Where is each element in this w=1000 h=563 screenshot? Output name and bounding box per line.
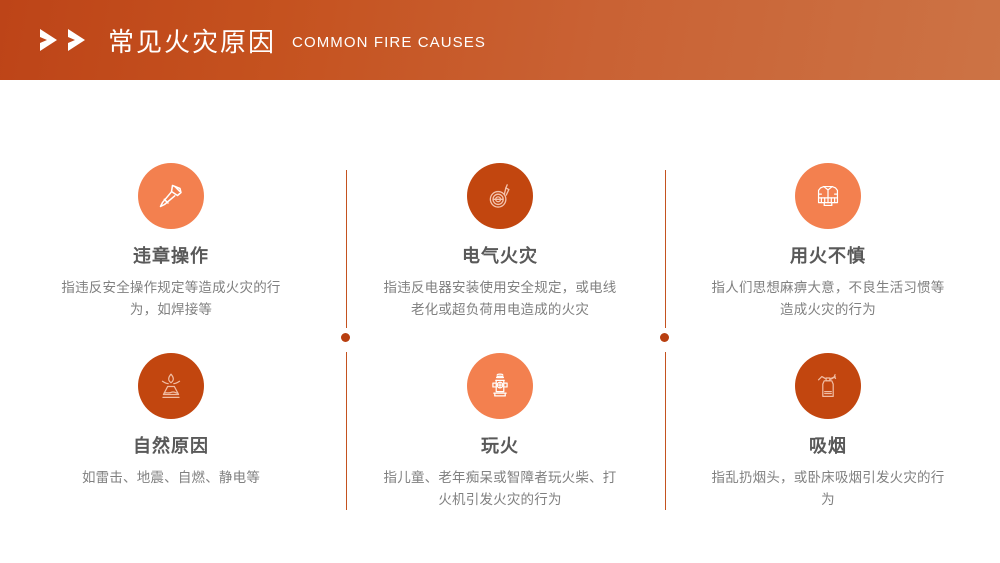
divider-left-top	[346, 170, 347, 328]
cause-icon-circle-1	[467, 163, 533, 229]
divider-right-bottom	[665, 352, 666, 510]
cause-card-0[interactable]: 违章操作 指违反安全操作规定等造成火灾的行为，如焊接等	[36, 163, 306, 321]
divider-right-top	[665, 170, 666, 328]
cause-title-4: 玩火	[481, 436, 519, 456]
divider-right-dot	[660, 333, 669, 342]
page-header: 常见火灾原因 COMMON FIRE CAUSES	[0, 0, 1000, 80]
cause-title-0: 违章操作	[133, 246, 209, 266]
divider-left-bottom	[346, 352, 347, 510]
page-subtitle: COMMON FIRE CAUSES	[292, 33, 486, 51]
hammer-icon	[159, 184, 182, 208]
cause-card-3[interactable]: 自然原因 如雷击、地震、自燃、静电等	[36, 353, 306, 489]
double-chevron-right-icon	[38, 27, 90, 53]
cause-card-5[interactable]: 吸烟 指乱扔烟头，或卧床吸烟引发火灾的行为	[693, 353, 963, 511]
cause-desc-5: 指乱扔烟头，或卧床吸烟引发火灾的行为	[711, 469, 945, 507]
cause-icon-circle-0	[138, 163, 204, 229]
page-title: 常见火灾原因	[108, 26, 277, 57]
cause-card-4[interactable]: 玩火 指儿童、老年痴呆或智障者玩火柴、打火机引发火灾的行为	[365, 353, 635, 511]
cause-icon-circle-2	[795, 163, 861, 229]
cause-card-1[interactable]: 电气火灾 指违反电器安装使用安全规定，或电线老化或超负荷用电造成的火灾	[365, 163, 635, 321]
cause-desc-3: 如雷击、地震、自燃、静电等	[81, 469, 261, 485]
volcano-icon	[161, 373, 181, 398]
cause-icon-circle-3	[138, 353, 204, 419]
cause-desc-2: 指人们思想麻痹大意，不良生活习惯等造成火灾的行为	[711, 279, 945, 317]
cause-icon-circle-4	[467, 353, 533, 419]
firefighter-jacket-icon	[817, 185, 839, 207]
cause-desc-0: 指违反安全操作规定等造成火灾的行为，如焊接等	[61, 279, 281, 317]
cause-title-5: 吸烟	[809, 436, 847, 456]
fire-hydrant-icon	[492, 373, 508, 397]
cause-title-2: 用火不慎	[790, 246, 866, 266]
cause-title-1: 电气火灾	[462, 246, 538, 266]
divider-left-dot	[341, 333, 350, 342]
cause-icon-circle-5	[795, 353, 861, 419]
cause-card-2[interactable]: 用火不慎 指人们思想麻痹大意，不良生活习惯等造成火灾的行为	[693, 163, 963, 321]
cause-desc-4: 指儿童、老年痴呆或智障者玩火柴、打火机引发火灾的行为	[383, 469, 617, 507]
fire-extinguisher-icon	[817, 374, 837, 398]
causes-grid: 违章操作 指违反安全操作规定等造成火灾的行为，如焊接等 电气火灾 指违反电器安装…	[0, 80, 1000, 563]
electric-plug-icon	[489, 184, 510, 208]
cause-desc-1: 指违反电器安装使用安全规定，或电线老化或超负荷用电造成的火灾	[383, 279, 617, 317]
cause-title-3: 自然原因	[133, 436, 209, 456]
